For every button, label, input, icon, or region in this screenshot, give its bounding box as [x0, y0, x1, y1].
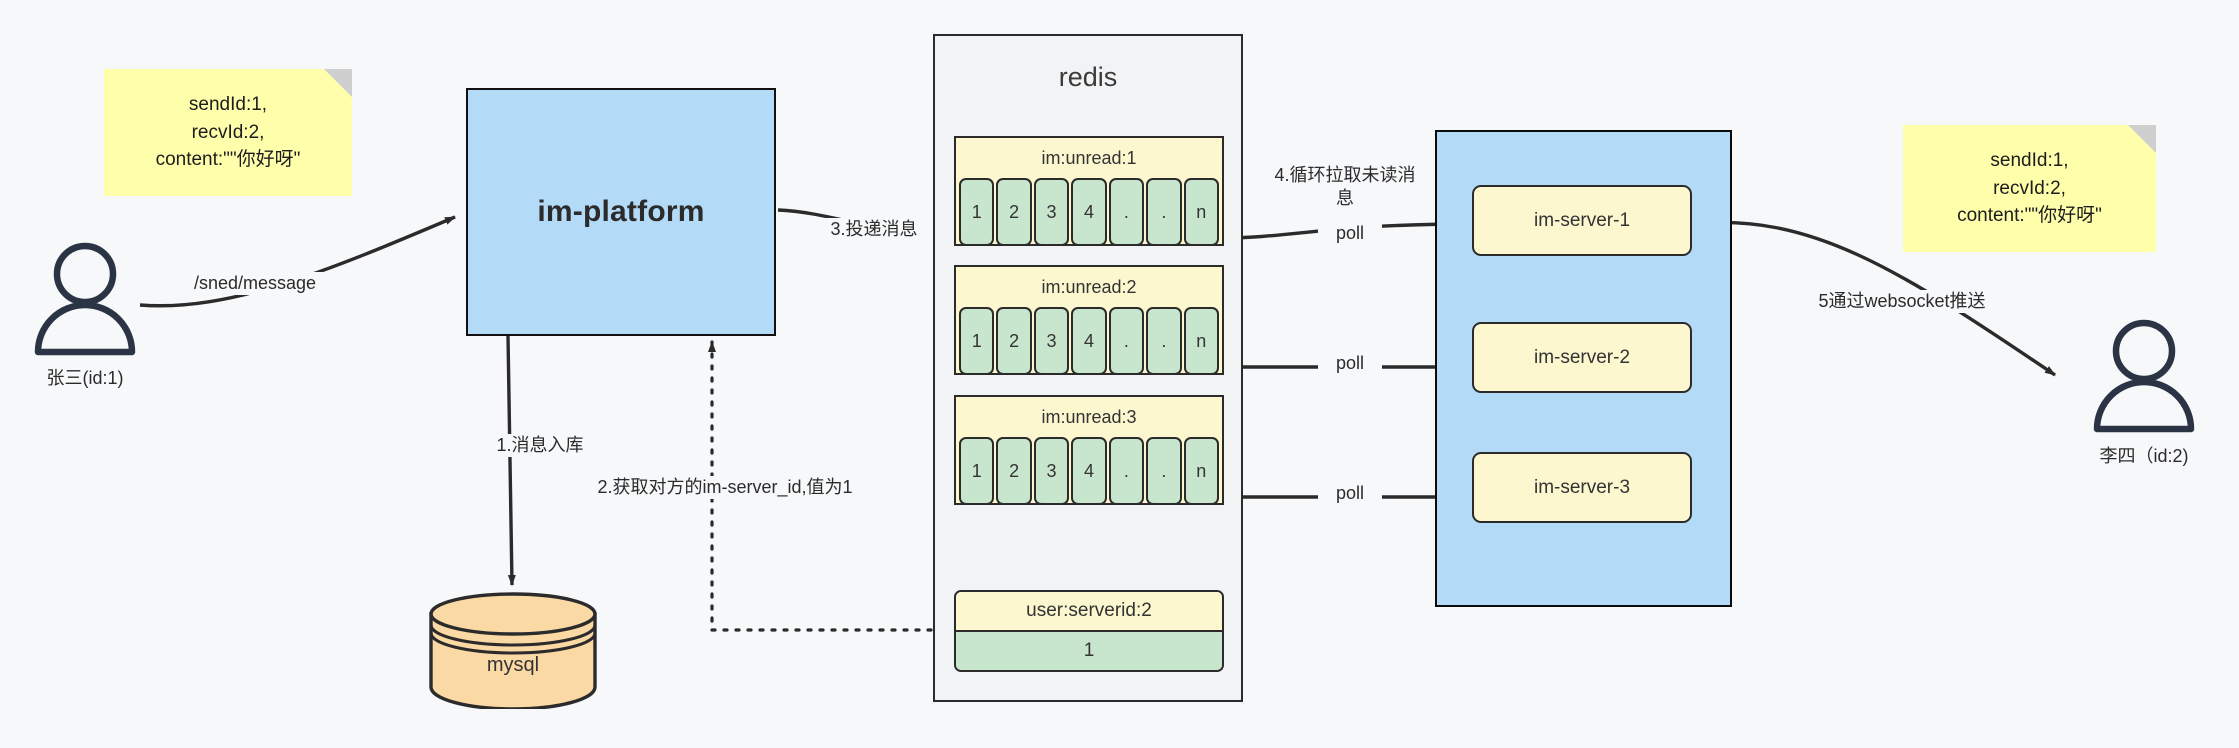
edge-label-step5: 5通过websocket推送: [1785, 290, 2019, 313]
redis-key-label: im:unread:2: [956, 267, 1222, 307]
edge-label-poll-1: poll: [1318, 222, 1382, 245]
edge-label-step2: 2.获取对方的im-server_id,值为1: [573, 476, 877, 499]
redis-key-group-1[interactable]: im:unread:2 1 2 3 4 . . n: [954, 265, 1224, 375]
redis-key-group-0[interactable]: im:unread:1 1 2 3 4 . . n: [954, 136, 1224, 246]
node-im-server-2[interactable]: im-server-2: [1472, 322, 1692, 393]
node-im-server-3-label: im-server-3: [1533, 476, 1631, 498]
node-im-platform[interactable]: im-platform: [466, 88, 776, 336]
actor-receiver: [2086, 315, 2202, 433]
redis-cell: n: [1183, 437, 1219, 505]
redis-cell-row: 1 2 3 4 . . n: [956, 437, 1222, 508]
redis-map-key: user:serverid:2: [956, 592, 1222, 630]
redis-cell: 2: [996, 178, 1032, 246]
edge-label-send-message: /sned/message: [163, 272, 347, 295]
node-mysql-label: mysql: [486, 654, 540, 676]
node-im-platform-label: im-platform: [537, 195, 705, 228]
note-fold-icon: [2128, 125, 2156, 153]
user-icon: [2093, 319, 2195, 433]
note-right: sendId:1, recvId:2, content:""你好呀": [1903, 125, 2156, 252]
edge-label-step4: 4.循环拉取未读消 息: [1254, 164, 1436, 209]
redis-cell: n: [1183, 178, 1219, 246]
redis-cell: .: [1146, 437, 1182, 505]
actor-receiver-label: 李四（id:2): [2099, 446, 2189, 466]
redis-cell: 2: [996, 307, 1032, 375]
node-im-server-2-label: im-server-2: [1533, 346, 1631, 368]
redis-cell-row: 1 2 3 4 . . n: [956, 307, 1222, 378]
redis-cell: .: [1108, 307, 1145, 375]
edge-platform-to-mysql: [506, 335, 516, 586]
actor-sender: [27, 238, 143, 356]
redis-cell: 3: [1033, 307, 1070, 375]
edge-label-poll-2: poll: [1318, 352, 1382, 375]
redis-cell: 4: [1071, 437, 1107, 505]
database-cylinder-icon: [429, 592, 597, 711]
redis-cell: .: [1108, 437, 1145, 505]
node-im-server-1-label: im-server-1: [1533, 209, 1631, 231]
redis-key-label: im:unread:3: [956, 397, 1222, 437]
redis-cell: 3: [1033, 437, 1070, 505]
actor-sender-label: 张三(id:1): [46, 368, 124, 388]
note-left: sendId:1, recvId:2, content:""你好呀": [104, 69, 352, 196]
redis-cell-row: 1 2 3 4 . . n: [956, 178, 1222, 249]
note-fold-icon: [324, 69, 352, 97]
redis-map-value: 1: [956, 630, 1222, 670]
redis-cell: 1: [959, 307, 995, 375]
redis-key-group-2[interactable]: im:unread:3 1 2 3 4 . . n: [954, 395, 1224, 505]
redis-cell: 4: [1071, 178, 1107, 246]
edge-label-poll-3: poll: [1318, 482, 1382, 505]
redis-cell: 4: [1071, 307, 1107, 375]
node-mysql[interactable]: mysql: [428, 592, 598, 711]
redis-cell: 3: [1033, 178, 1070, 246]
user-icon: [34, 242, 136, 356]
redis-cell: .: [1146, 307, 1182, 375]
redis-cell: 1: [959, 437, 995, 505]
node-im-server-3[interactable]: im-server-3: [1472, 452, 1692, 523]
note-right-text: sendId:1, recvId:2, content:""你好呀": [1957, 150, 2102, 227]
redis-cell: .: [1146, 178, 1182, 246]
node-im-server-1[interactable]: im-server-1: [1472, 185, 1692, 256]
edge-label-step1: 1.消息入库: [458, 434, 622, 457]
redis-cell: 2: [996, 437, 1032, 505]
redis-cell: .: [1108, 178, 1145, 246]
note-left-text: sendId:1, recvId:2, content:""你好呀": [155, 94, 301, 171]
node-redis-label: redis: [1058, 62, 1118, 92]
edge-label-step3: 3.投递消息: [812, 218, 936, 241]
redis-key-user-serverid[interactable]: user:serverid:2 1: [954, 590, 1224, 672]
redis-key-label: im:unread:1: [956, 138, 1222, 178]
redis-cell: n: [1183, 307, 1219, 375]
redis-cell: 1: [959, 178, 995, 246]
